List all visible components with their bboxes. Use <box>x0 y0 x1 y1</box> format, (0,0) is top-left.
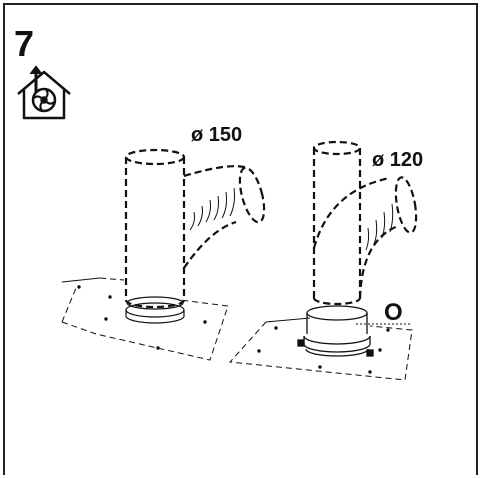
right-mounting-plate <box>228 317 413 381</box>
adapter-marker-label: O <box>384 299 403 326</box>
step-number: 7 <box>14 23 34 64</box>
left-collar <box>125 296 185 324</box>
left-duct-150 <box>124 148 266 309</box>
left-flex-ribs <box>189 187 235 231</box>
illustration-frame <box>3 3 478 475</box>
house-extraction-fan-icon <box>17 65 71 120</box>
right-duct-120 <box>312 140 418 306</box>
left-diameter-label: ø 150 <box>191 124 242 146</box>
right-collar-adapter <box>297 305 374 357</box>
right-diameter-label: ø 120 <box>372 149 423 171</box>
right-flex-ribs <box>365 203 394 251</box>
left-mounting-plate <box>61 277 229 361</box>
